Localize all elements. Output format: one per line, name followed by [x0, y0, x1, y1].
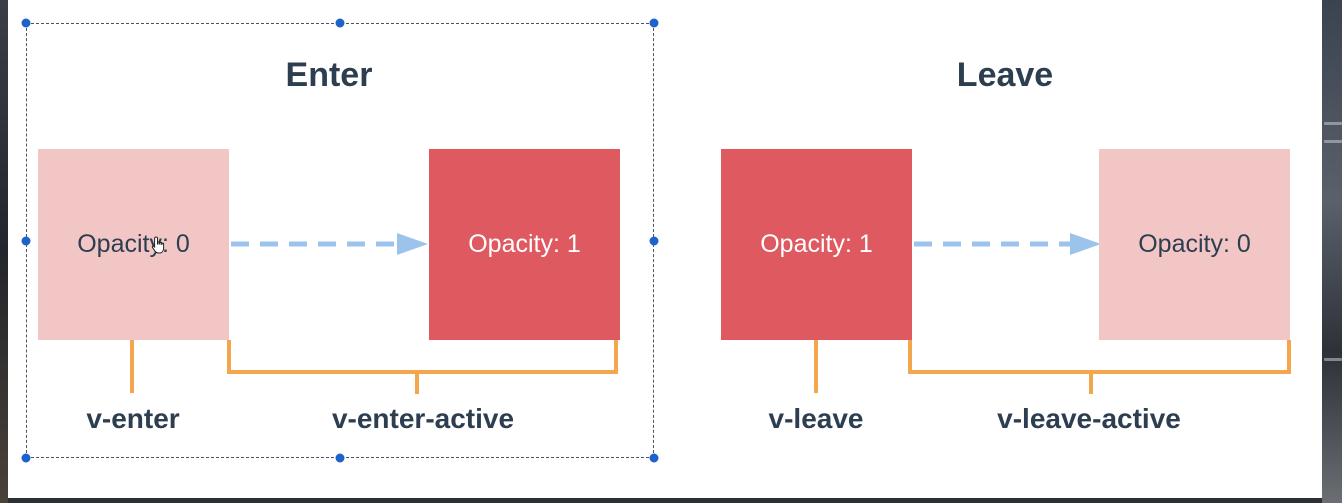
enter-active-bracket-bar — [227, 370, 618, 374]
resize-handle-bottom-center[interactable] — [335, 453, 345, 463]
resize-handle-top-right[interactable] — [649, 18, 659, 28]
enter-to-box-text: Opacity: 1 — [468, 230, 581, 258]
leave-arrow — [914, 233, 1101, 255]
enter-start-stem — [130, 340, 134, 393]
leave-active-bracket-stem — [1089, 372, 1093, 394]
leave-active-bracket-left — [908, 340, 912, 374]
v-leave-active-label: v-leave-active — [997, 403, 1181, 434]
enter-active-bracket-left — [227, 340, 231, 374]
v-enter-label: v-enter — [86, 403, 180, 434]
enter-title: Enter — [285, 56, 373, 94]
resize-handle-middle-right[interactable] — [649, 236, 659, 246]
leave-active-bracket-bar — [908, 370, 1291, 374]
resize-handle-middle-left[interactable] — [21, 236, 31, 246]
leave-arrowhead — [1070, 233, 1101, 255]
hand-cursor-icon — [151, 236, 165, 254]
slide-canvas: Enter Opacity: 0 Opacity: 1 v-enter v-en… — [8, 0, 1322, 498]
v-leave-label: v-leave — [768, 403, 864, 434]
background-text-fragment — [1324, 122, 1342, 125]
v-enter-active-label: v-enter-active — [331, 403, 515, 434]
enter-active-bracket-right — [614, 340, 618, 374]
enter-from-box-text: Opacity: 0 — [77, 230, 190, 258]
resize-handle-bottom-left[interactable] — [21, 453, 31, 463]
leave-from-box[interactable]: Opacity: 1 — [721, 149, 912, 340]
leave-to-box-text: Opacity: 0 — [1138, 230, 1251, 258]
background-text-fragment — [1324, 140, 1342, 143]
enter-active-bracket-stem — [415, 372, 419, 394]
enter-to-box[interactable]: Opacity: 1 — [429, 149, 620, 340]
enter-arrowhead — [397, 233, 428, 255]
leave-active-bracket-right — [1287, 340, 1291, 374]
leave-to-box[interactable]: Opacity: 0 — [1099, 149, 1290, 340]
leave-start-stem — [814, 340, 818, 393]
enter-from-box[interactable]: Opacity: 0 — [38, 149, 229, 340]
leave-from-box-text: Opacity: 1 — [760, 230, 873, 258]
resize-handle-top-left[interactable] — [21, 18, 31, 28]
background-text-fragment — [1324, 358, 1342, 361]
enter-arrow — [231, 233, 428, 255]
resize-handle-top-center[interactable] — [335, 18, 345, 28]
leave-title: Leave — [956, 56, 1054, 94]
desktop-background-left — [0, 0, 8, 503]
desktop-background-right — [1322, 0, 1342, 503]
resize-handle-bottom-right[interactable] — [649, 453, 659, 463]
